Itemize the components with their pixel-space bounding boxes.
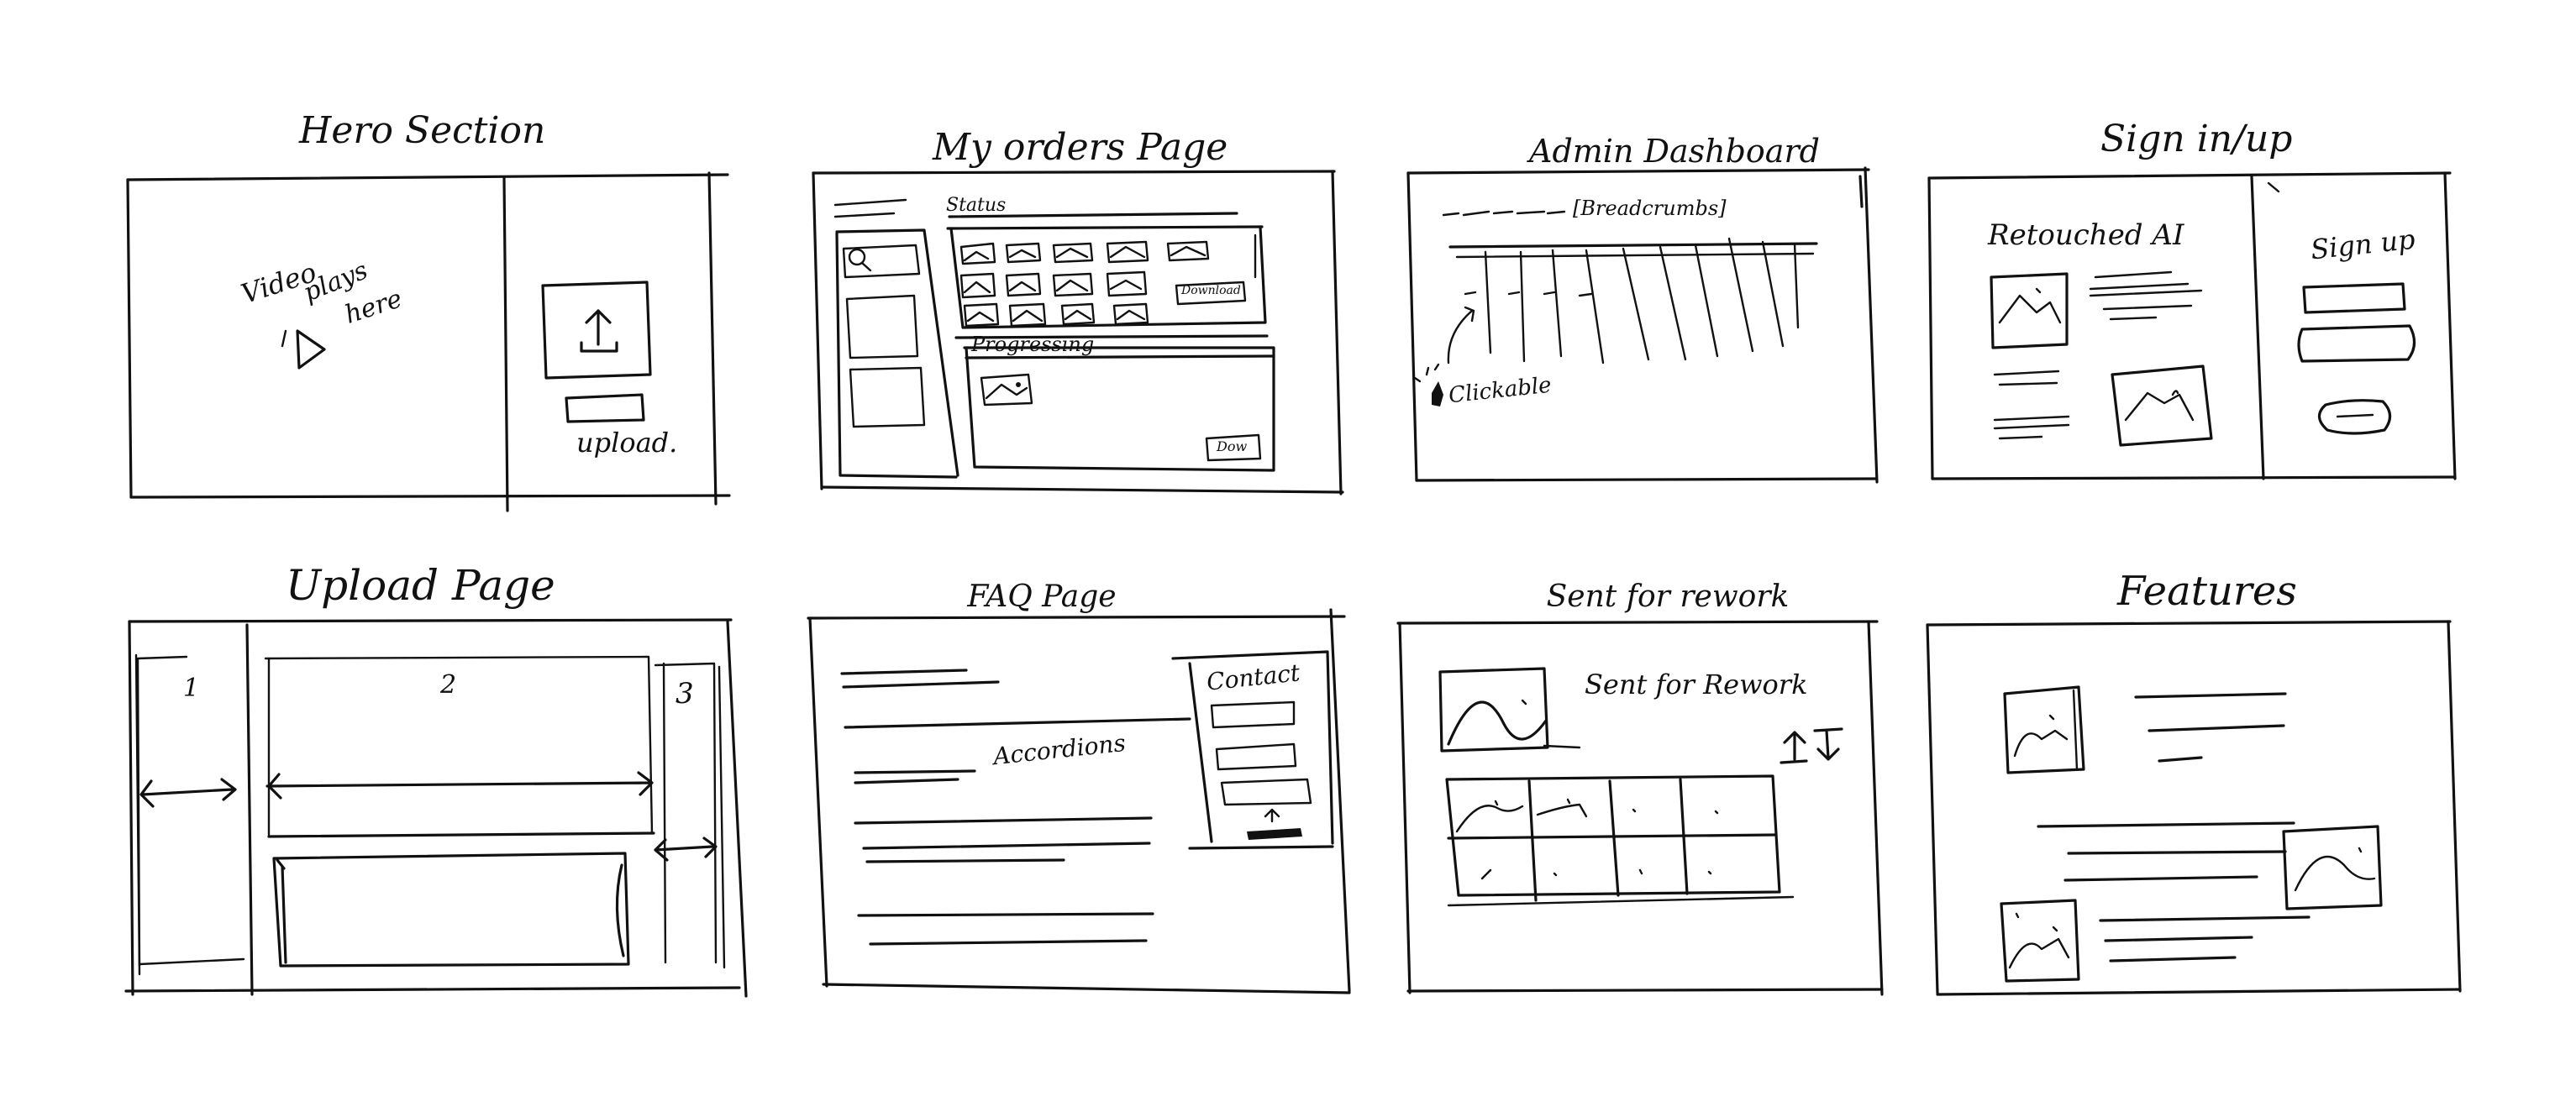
signin-image-2 <box>2112 366 2211 445</box>
admin-breadcrumb-label: [Breadcrumbs] <box>1573 197 1727 220</box>
dashboard-table-lines <box>1450 239 1816 363</box>
faq-page-frame <box>808 610 1349 993</box>
faq-accordion-lines <box>842 670 1190 944</box>
orders-progressing-label: Progressing <box>971 333 1095 356</box>
sent-for-rework-frame <box>1398 622 1882 994</box>
upload-page-frame <box>126 620 746 996</box>
pointer-icon <box>1415 365 1443 407</box>
signup-form-fields <box>2299 284 2415 433</box>
features-frame <box>1927 622 2460 994</box>
play-icon <box>282 331 324 368</box>
status-grid <box>948 213 1265 328</box>
feature-image-1 <box>2005 687 2084 773</box>
feature-image-2 <box>2284 826 2381 909</box>
orders-download-label: Download <box>1181 284 1241 297</box>
rework-table <box>1447 776 1793 905</box>
upload-icon-box <box>543 282 650 378</box>
signin-text-lines <box>1995 272 2201 438</box>
orders-sidebar <box>835 200 958 477</box>
upload-column-3 <box>655 664 724 968</box>
my-orders-title: My orders Page <box>933 126 1228 169</box>
orders-download-small-label: Dow <box>1217 438 1248 454</box>
clickable-arrow <box>1448 307 1474 363</box>
download-button-shape <box>1176 282 1245 304</box>
upload-download-icons <box>1781 729 1842 763</box>
upload-col-2-label: 2 <box>440 670 457 700</box>
breadcrumb-dashes <box>1443 212 1564 215</box>
sign-in-up-frame <box>1929 173 2455 479</box>
orders-status-label: Status <box>946 195 1007 216</box>
my-orders-frame <box>813 171 1343 494</box>
contact-sidebar <box>1173 652 1333 848</box>
features-title: Features <box>2117 568 2297 615</box>
admin-dashboard-frame <box>1408 168 1877 482</box>
feature-lines-3 <box>2100 917 2309 961</box>
faq-page-title: FAQ Page <box>967 580 1117 614</box>
sent-for-rework-title: Sent for rework <box>1546 580 1790 614</box>
upload-col-1-label: 1 <box>183 674 200 703</box>
upload-page-title: Upload Page <box>286 561 555 610</box>
sign-in-up-title: Sign in/up <box>2100 118 2293 160</box>
upload-column-2 <box>265 657 654 966</box>
hero-section-title: Hero Section <box>299 109 546 152</box>
rework-heading-label: Sent for Rework <box>1585 669 1808 700</box>
feature-image-3 <box>2001 900 2079 981</box>
feature-lines-1 <box>2136 694 2285 761</box>
signin-image-1 <box>1991 274 2067 348</box>
hero-upload-label: upload. <box>576 427 678 459</box>
upload-column-1 <box>136 655 244 974</box>
rework-image <box>1440 669 1580 751</box>
upload-button-shape <box>566 395 644 422</box>
signin-retouched-label: Retouched AI <box>1988 218 2184 252</box>
progressing-panel <box>956 336 1274 470</box>
status-thumbnails <box>961 242 1208 326</box>
hero-section-frame <box>128 173 729 511</box>
upload-col-3-label: 3 <box>676 677 694 711</box>
admin-dashboard-title: Admin Dashboard <box>1529 133 1820 170</box>
feature-lines-2 <box>2038 823 2294 880</box>
